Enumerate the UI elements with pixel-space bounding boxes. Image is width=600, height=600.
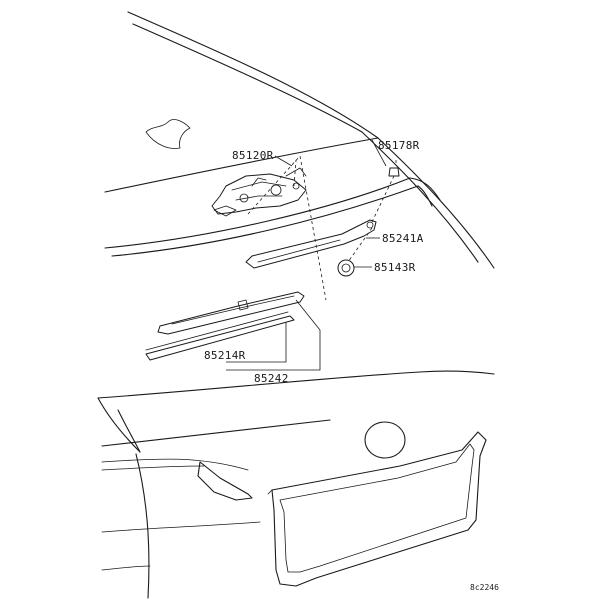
- garnish-frame: [267, 431, 487, 587]
- pivot-cap: [388, 167, 400, 177]
- wiper-motor: [211, 167, 307, 217]
- label-85242: 85242: [254, 372, 289, 385]
- leader-lines: [226, 139, 387, 371]
- antenna-shape: [145, 119, 191, 149]
- label-85120R: 85120R: [232, 149, 274, 162]
- diagram-code: 8c2246: [470, 583, 499, 592]
- label-85143R: 85143R: [374, 261, 416, 274]
- label-85241A: 85241A: [382, 232, 424, 245]
- tailgate-outline: [97, 370, 495, 599]
- nut-cap: [337, 259, 355, 277]
- wiper-arm: [245, 219, 377, 269]
- part-labels: 85120R 85178R 85241A 85143R 85214R 85242…: [204, 139, 499, 592]
- emblem: [364, 421, 406, 459]
- alignment-dashes: [247, 155, 397, 301]
- wiper-blade: [145, 291, 305, 361]
- rear-glass-outline: [104, 11, 495, 269]
- label-85214R: 85214R: [204, 349, 246, 362]
- label-85178R: 85178R: [378, 139, 420, 152]
